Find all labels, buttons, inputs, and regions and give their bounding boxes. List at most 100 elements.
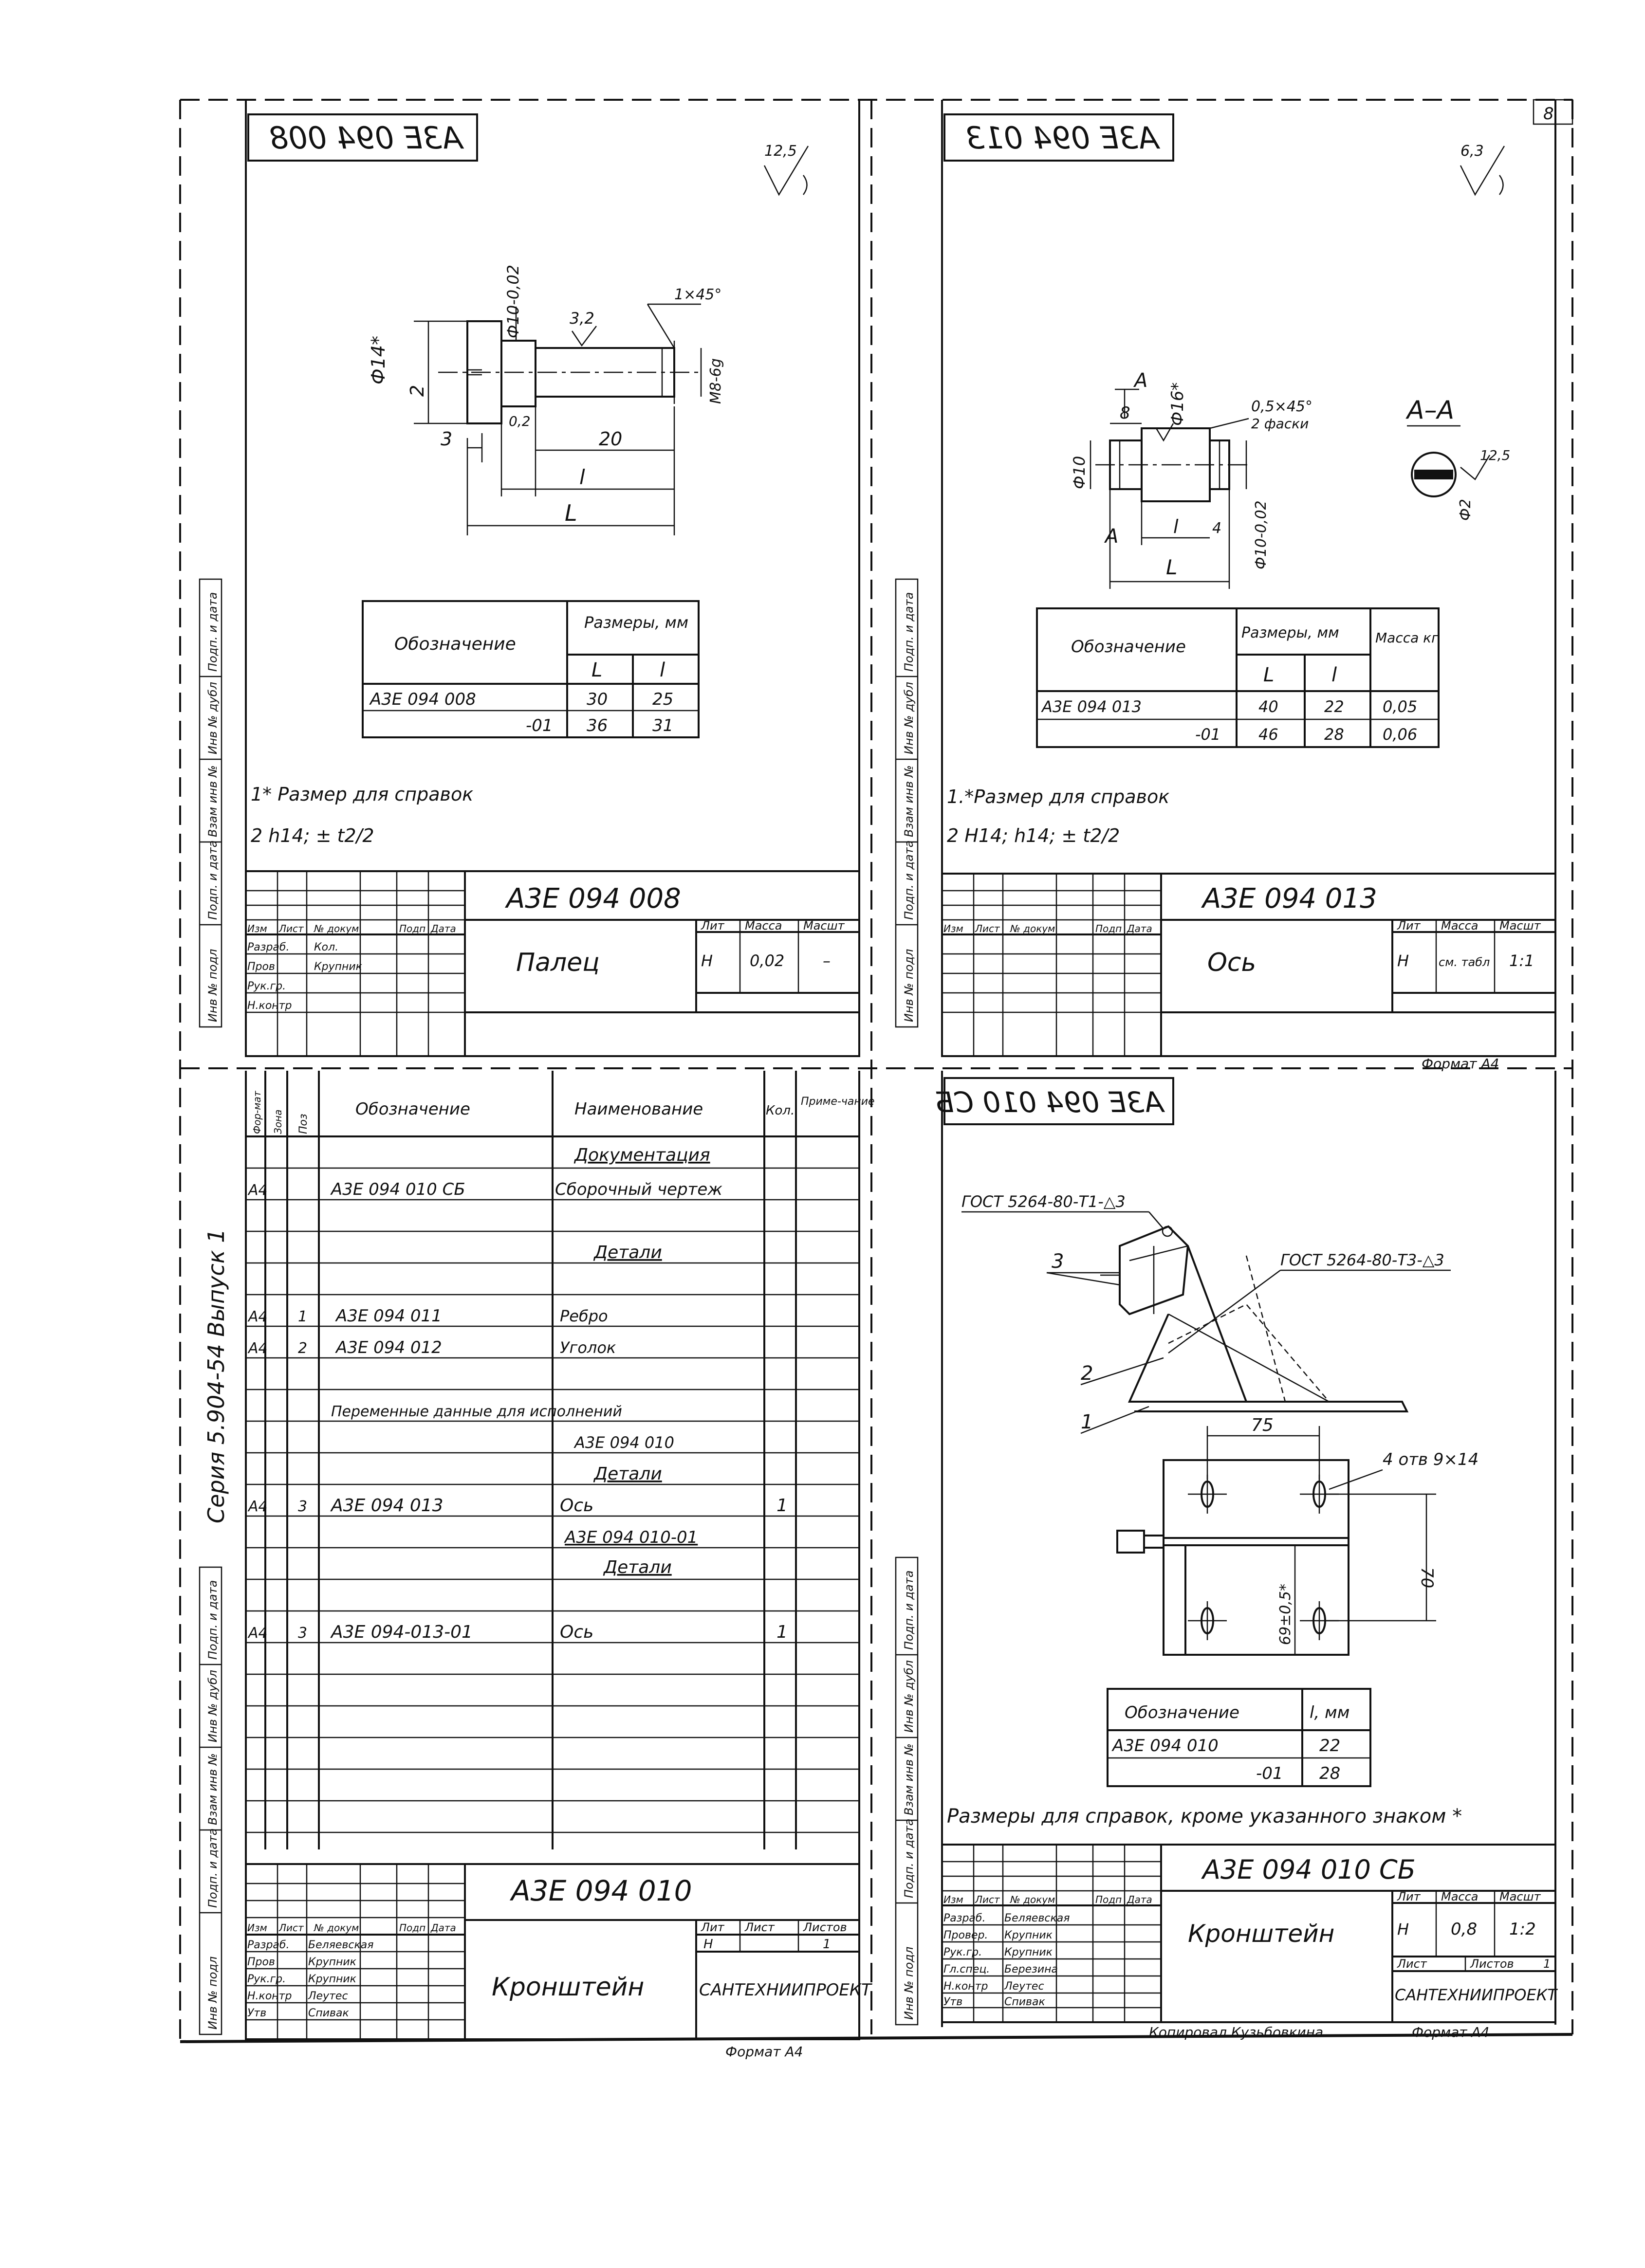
- spec-row-designation: A3E 094-013-01: [330, 1622, 473, 1642]
- q2-table-row2-L: 46: [1258, 725, 1278, 744]
- q1-tb-scale: Масшт: [803, 919, 845, 933]
- q2-dim-8: 8: [1120, 403, 1130, 423]
- spec-head-pos: Поз: [297, 1114, 310, 1134]
- stamp-label: Подп. и дата: [902, 592, 916, 672]
- spec-row-format: А4: [247, 1625, 268, 1642]
- q3-tb-row-2: Рук.гр.: [247, 1973, 286, 1985]
- q2-tb-col-doc: № докум: [1010, 923, 1055, 934]
- q4-tb-col-izm: Изм: [943, 1894, 963, 1905]
- spec-head-name: Наименование: [574, 1099, 703, 1119]
- spec-row-designation: A3E 094 011: [335, 1306, 442, 1326]
- q3-tb-col-izm: Изм: [247, 1922, 267, 1934]
- stamp-label: Подп. и дата: [902, 841, 916, 920]
- stamp-label: Подп. и дата: [902, 1819, 916, 1899]
- q1-dim-20: 20: [599, 428, 622, 450]
- stamp-label: Инв № подл: [206, 1957, 220, 2030]
- q1-roughness-icon: [763, 146, 809, 196]
- q4-tb-org: САНТЕХНИИПРОЕКТ: [1395, 1986, 1558, 2004]
- q4-tb-col-sign: Подп: [1095, 1894, 1122, 1905]
- q3-tb-org: САНТЕХНИИПРОЕКТ: [699, 1980, 872, 2000]
- q3-tb-col-sign: Подп: [399, 1922, 425, 1934]
- q1-tb-name: Палец: [516, 948, 600, 977]
- spec-head-note: Приме-чание: [801, 1096, 875, 1108]
- q4-tb-row-3: Гл.спец.: [943, 1963, 990, 1975]
- spec-row-name: Документация: [573, 1145, 710, 1165]
- q2-table-col-L: L: [1263, 664, 1274, 686]
- q1-dims-table: Обозначение Размеры, мм L l A3E 094 008 …: [362, 600, 700, 738]
- q1-id-mirrored: A3E 094 008: [269, 120, 464, 156]
- q4-tb-col-doc: № докум: [1010, 1894, 1055, 1905]
- stamp-label: Взам инв №: [206, 1753, 220, 1825]
- q2-dim-l: l: [1173, 516, 1179, 537]
- stamp-label: Инв № подл: [902, 949, 916, 1022]
- q1-tb-col-list: Лист: [278, 923, 304, 934]
- q1-tb-name-2: Крупник: [314, 961, 363, 973]
- q1-tb-row-razrab: Разраб.: [247, 941, 289, 953]
- q4-table-head-designation: Обозначение: [1125, 1703, 1239, 1722]
- spec-row-name: Ось: [560, 1496, 593, 1516]
- q2-table-row2-l: 28: [1324, 725, 1344, 744]
- q2-format: Формат А4: [1422, 1056, 1499, 1072]
- q1-tb-name-1: Кол.: [314, 941, 338, 953]
- q2-note-2: 2 H14; h14; ± t2/2: [947, 825, 1120, 846]
- stamp-label: Подп. и дата: [206, 1829, 220, 1908]
- spec-row-pos: 3: [298, 1498, 307, 1515]
- spec-row-designation: A3E 094 013: [330, 1496, 444, 1516]
- q3-tb-name-4: Спивак: [308, 2007, 349, 2019]
- q3-tb-name-1: Крупник: [308, 1956, 357, 1968]
- q2-tb-mass: Масса: [1441, 919, 1479, 933]
- q4-table-row1-designation: A3E 094 010: [1111, 1736, 1219, 1756]
- q3-tb-code: A3E 094 010: [509, 1874, 692, 1907]
- spec-row-name: Ребро: [560, 1307, 608, 1325]
- q2-tb-col-sign: Подп: [1095, 923, 1122, 934]
- q3-tb-row-3: Н.контр: [247, 1990, 292, 2002]
- q2-tb-mass-val: см. табл: [1439, 955, 1490, 969]
- q1-table-row1-L: 30: [587, 690, 608, 709]
- spec-row-designation: Переменные данные для исполнений: [331, 1403, 622, 1420]
- q1-tb-row-nkontr: Н.контр: [247, 1000, 292, 1012]
- q1-dim-thread: M8-6g: [707, 358, 724, 404]
- q3-tb-row-0: Разраб.: [247, 1939, 289, 1951]
- q4-table-head-l: l, мм: [1310, 1703, 1349, 1722]
- q2-tb-col-list: Лист: [975, 923, 1000, 934]
- q3-tb-row-1: Пров: [247, 1956, 275, 1968]
- spec-row-qty: 1: [776, 1496, 788, 1516]
- q1-table-head-designation: Обозначение: [394, 634, 516, 654]
- sheet-number: 8: [1543, 104, 1554, 124]
- q1-note-1: 1* Размер для справок: [251, 784, 473, 805]
- spec-row-format: А4: [247, 1340, 268, 1357]
- q3-tb-col-doc: № докум: [314, 1922, 359, 1934]
- q1-dim-d14: Ф14*: [368, 336, 389, 384]
- q4-front-view: 75 4 отв 9×14 70 69±0,5*: [1116, 1415, 1479, 1656]
- spec-row-name: A3E 094 010-01: [564, 1528, 698, 1547]
- q4-dim-69: 69±0,5*: [1277, 1584, 1294, 1645]
- q2-section-label: A–A: [1405, 396, 1454, 425]
- q2-axle-view: A 8 Ф16* 0,5×45° 2 фаски Ф10 Ф10-0,02 A …: [1070, 369, 1312, 589]
- q2-tb-lit: Лит: [1397, 919, 1421, 933]
- stamp-label: Подп. и дата: [206, 1580, 220, 1660]
- q1-dim-chamfer: 1×45°: [674, 286, 721, 303]
- q4-drawing: A3E 094 010 СБ ГОСТ 5264-80-Т1-△3 ГОСТ 5…: [935, 1071, 1558, 2040]
- q3-tb-lit-val: Н: [703, 1937, 713, 1952]
- q4-tb-sheets: Листов: [1470, 1957, 1514, 1971]
- q1-table-row2-designation: -01: [526, 716, 553, 735]
- q4-tb-name-5: Спивак: [1004, 1996, 1045, 2008]
- q2-tb-scale: Масшт: [1499, 919, 1541, 933]
- q1-table-head-dims: Размеры, мм: [584, 613, 688, 632]
- spec-head-zone: Зона: [272, 1110, 284, 1134]
- q2-section-view: A–A 12,5 Ф2: [1405, 396, 1510, 521]
- spec-row-format: А4: [247, 1308, 268, 1325]
- q2-table-row1-L: 40: [1258, 697, 1278, 716]
- q4-tb-name-1: Крупник: [1004, 1929, 1053, 1941]
- q4-tb-lit: Лит: [1397, 1890, 1421, 1903]
- q2-drawing: A3E 094 013 6,3 A 8 Ф16* 0,5×45° 2 фаски…: [941, 100, 1556, 1072]
- q2-dim-L: L: [1166, 555, 1177, 579]
- q4-tb-name: Кронштейн: [1188, 1920, 1334, 1948]
- q4-tb-col-date: Дата: [1127, 1894, 1152, 1905]
- q2-dim-4: 4: [1212, 520, 1221, 537]
- q4-tb-mass-val: 0,8: [1451, 1920, 1477, 1939]
- spec-head-designation: Обозначение: [355, 1099, 470, 1119]
- spec-row-name: Ось: [560, 1622, 593, 1642]
- q4-weld-1: ГОСТ 5264-80-Т1-△3: [961, 1192, 1126, 1211]
